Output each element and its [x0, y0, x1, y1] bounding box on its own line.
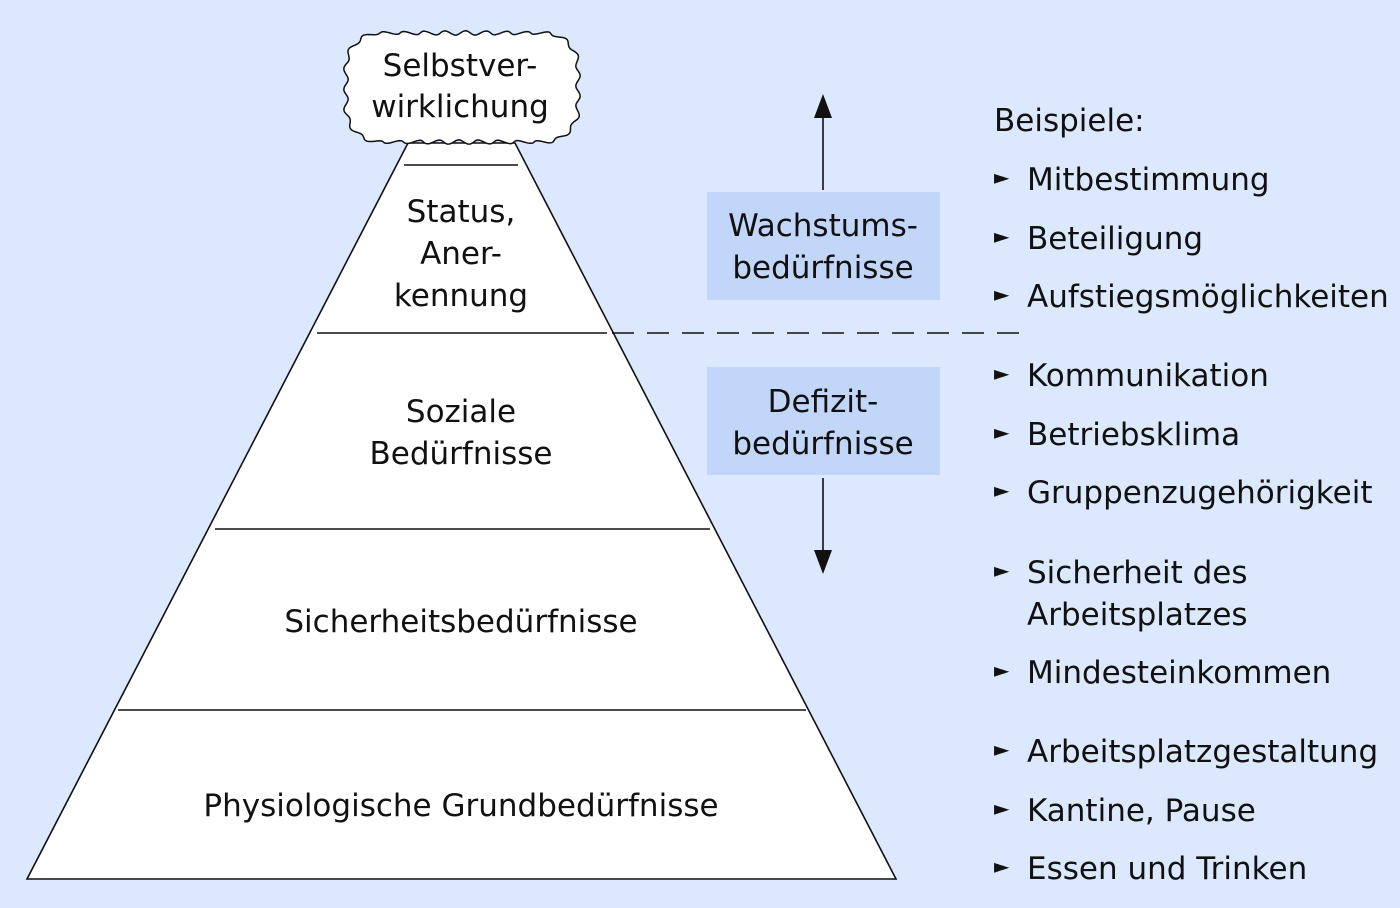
level-status-line1: Status, — [407, 194, 516, 230]
bullet-icon: ► — [994, 854, 1010, 878]
cloud-shape — [343, 30, 581, 145]
level-status-line3: kennung — [394, 278, 528, 314]
examples-social: ► Kommunikation ► Betriebsklima ► Gruppe… — [994, 358, 1373, 511]
pyramid-outline — [25, 142, 898, 880]
bullet-icon: ► — [994, 165, 1010, 189]
arrow-up-icon — [814, 94, 832, 118]
deficit-label-line2: bedürfnisse — [732, 426, 913, 462]
example-item: Beteiligung — [1027, 221, 1203, 257]
examples-heading: Beispiele: — [994, 103, 1145, 139]
example-item: Sicherheit des — [1027, 555, 1248, 591]
examples-safety: ► Sicherheit des Arbeitsplatzes ► Mindes… — [994, 555, 1331, 691]
example-item: Arbeitsplatzgestaltung — [1027, 734, 1378, 770]
example-item: Essen und Trinken — [1027, 851, 1307, 887]
examples-growth: ► Mitbestimmung ► Beteiligung ► Aufstieg… — [994, 162, 1389, 315]
bullet-icon: ► — [994, 282, 1010, 306]
level-top-line2: wirklichung — [371, 89, 549, 125]
bullet-icon: ► — [994, 420, 1010, 444]
example-item-continued: Arbeitsplatzes — [1027, 597, 1248, 633]
deficit-label-box — [707, 367, 940, 475]
bullet-icon: ► — [994, 361, 1010, 385]
example-item: Gruppenzugehörigkeit — [1027, 475, 1373, 511]
example-item: Mindesteinkommen — [1027, 655, 1331, 691]
example-item: Kommunikation — [1027, 358, 1269, 394]
level-status-line2: Aner- — [420, 236, 502, 272]
level-top-line1: Selbstver- — [383, 48, 538, 84]
level-social-line1: Soziale — [406, 394, 516, 430]
level-social-line2: Bedürfnisse — [370, 436, 553, 472]
deficit-label-line1: Defizit- — [768, 384, 879, 420]
arrow-down-icon — [814, 550, 832, 574]
example-item: Betriebsklima — [1027, 417, 1240, 453]
bullet-icon: ► — [994, 737, 1010, 761]
bullet-icon: ► — [994, 478, 1010, 502]
example-item: Mitbestimmung — [1027, 162, 1270, 198]
growth-label-line2: bedürfnisse — [732, 250, 913, 286]
level-safety: Sicherheitsbedürfnisse — [284, 604, 637, 640]
bullet-icon: ► — [994, 658, 1010, 682]
bullet-icon: ► — [994, 224, 1010, 248]
growth-label-line1: Wachstums- — [728, 208, 918, 244]
examples-physio: ► Arbeitsplatzgestaltung ► Kantine, Paus… — [994, 734, 1378, 887]
example-item: Aufstiegsmöglichkeiten — [1027, 279, 1389, 315]
example-item: Kantine, Pause — [1027, 793, 1256, 829]
growth-label-box — [707, 192, 940, 300]
bullet-icon: ► — [994, 796, 1010, 820]
bullet-icon: ► — [994, 558, 1010, 582]
level-physio: Physiologische Grundbedürfnisse — [203, 788, 718, 824]
